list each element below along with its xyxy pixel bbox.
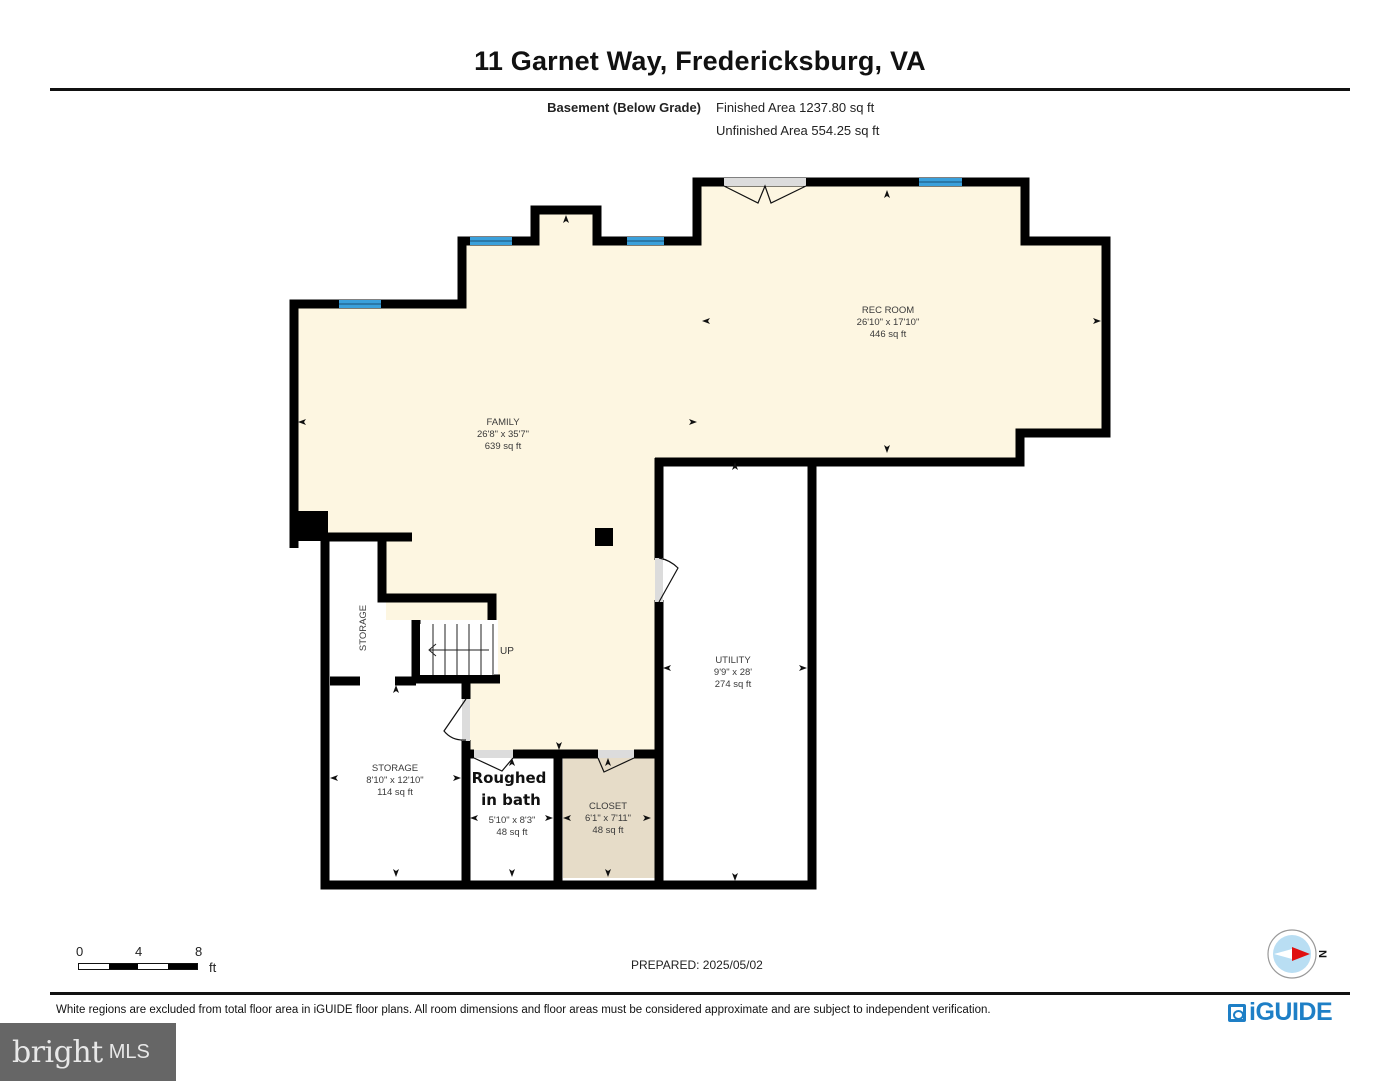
room-area: 48 sq ft <box>496 827 528 838</box>
room-area: 114 sq ft <box>377 787 413 798</box>
closet-floor <box>563 754 655 878</box>
header-divider <box>50 88 1350 91</box>
room-utility: UTILITY 9'9" x 28' 274 sq ft <box>714 655 752 690</box>
room-family: FAMILY 26'8" x 35'7" 639 sq ft <box>477 417 529 452</box>
stairs-up-label: UP <box>500 646 514 657</box>
room-storage: STORAGE 8'10" x 12'10" 114 sq ft <box>366 763 423 798</box>
property-title: 11 Garnet Way, Fredericksburg, VA <box>474 46 926 76</box>
room-area: 48 sq ft <box>592 825 624 836</box>
unfinished-area: Unfinished Area 554.25 sq ft <box>716 123 880 138</box>
disclaimer-text: White regions are excluded from total fl… <box>56 1004 991 1016</box>
windows <box>339 178 962 308</box>
compass-icon <box>1267 929 1317 979</box>
doors <box>443 178 807 773</box>
iguide-camera-icon <box>1228 1003 1246 1022</box>
finished-floor-area <box>297 186 1106 754</box>
room-name: REC ROOM <box>862 305 914 316</box>
scale-tick-4: 4 <box>135 944 143 959</box>
dimension-arrows <box>298 190 1101 881</box>
bright-mls-watermark: bright MLS <box>0 1023 176 1081</box>
floor-level-label: Basement (Below Grade) <box>547 100 701 115</box>
room-area: 639 sq ft <box>485 441 522 452</box>
iguide-logo: iGUIDE <box>1228 998 1333 1027</box>
room-roughed-in-bath: Roughed in bath 5'10" x 8'3" 48 sq ft <box>472 769 547 838</box>
room-name: CLOSET <box>589 801 627 812</box>
scale-unit: ft <box>209 960 217 975</box>
footer-divider <box>50 992 1350 995</box>
room-area: 446 sq ft <box>870 329 907 340</box>
room-dimensions: 5'10" x 8'3" <box>489 815 536 826</box>
finished-area: Finished Area 1237.80 sq ft <box>716 100 875 115</box>
wall-block <box>290 511 328 541</box>
room-dimensions: 6'1" x 7'11" <box>585 813 631 824</box>
scale-bar-graphic <box>78 963 198 970</box>
prepared-date: PREPARED: 2025/05/02 <box>631 958 763 972</box>
room-dimensions: 8'10" x 12'10" <box>366 775 423 786</box>
watermark-word: bright <box>12 1034 103 1070</box>
stairs <box>420 624 494 675</box>
room-name: STORAGE <box>372 763 418 774</box>
bath-callout-line2: in bath <box>481 791 541 809</box>
room-name: FAMILY <box>486 417 520 428</box>
room-rec-room: REC ROOM 26'10" x 17'10" 446 sq ft <box>857 305 920 340</box>
column <box>595 528 613 546</box>
room-closet: CLOSET 6'1" x 7'11" 48 sq ft <box>585 801 631 836</box>
room-dimensions: 9'9" x 28' <box>714 667 752 678</box>
room-storage-small: STORAGE <box>358 605 369 651</box>
floor-plan: UP REC ROOM 26'10" x 17'10" 446 sq ft FA… <box>289 177 1111 890</box>
room-dimensions: 26'10" x 17'10" <box>857 317 920 328</box>
scale-tick-8: 8 <box>195 944 203 959</box>
bath-callout-line1: Roughed <box>472 769 547 787</box>
room-name: UTILITY <box>715 655 751 666</box>
iguide-brand-text: iGUIDE <box>1249 998 1333 1026</box>
compass-north-label: N <box>1315 950 1328 958</box>
scale-tick-0: 0 <box>76 944 84 959</box>
room-dimensions: 26'8" x 35'7" <box>477 429 529 440</box>
watermark-suffix: MLS <box>108 1040 150 1063</box>
room-area: 274 sq ft <box>715 679 752 690</box>
